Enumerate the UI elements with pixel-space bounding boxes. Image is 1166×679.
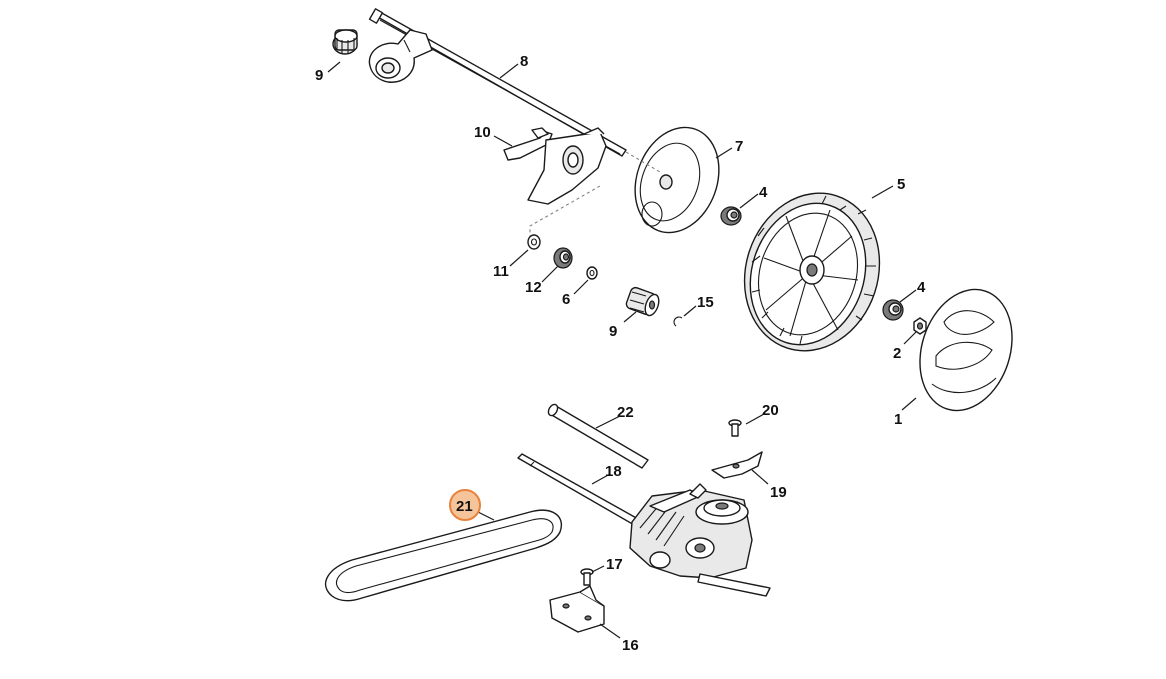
- part-20-screw: [728, 419, 742, 437]
- alignment-dash-upper: [529, 185, 601, 236]
- callout-12[interactable]: 12: [525, 279, 542, 296]
- callout-15[interactable]: 15: [697, 294, 714, 311]
- part-17-screw: [580, 568, 594, 586]
- callouts: 9 8 10 7 4 5 11 12 6 9 15 4 2 1 22 20 18…: [315, 53, 926, 654]
- part-21-drive-belt: [325, 509, 563, 602]
- callout-9-middle[interactable]: 9: [609, 323, 617, 340]
- callout-10[interactable]: 10: [474, 124, 491, 141]
- gearbox-assembly: [629, 483, 771, 597]
- part-9-pinion-gear-top: [332, 29, 358, 55]
- part-2-nut: [913, 317, 927, 335]
- callout-22[interactable]: 22: [617, 404, 634, 421]
- callout-7[interactable]: 7: [735, 138, 743, 155]
- height-adjust-bracket: [527, 127, 607, 205]
- callout-11[interactable]: 11: [493, 263, 509, 280]
- part-5-rear-wheel: [743, 192, 881, 352]
- part-15-circlip: [673, 316, 683, 327]
- part-19-bracket: [711, 451, 763, 479]
- part-4-bearing-lower: [882, 299, 904, 321]
- callout-16[interactable]: 16: [622, 637, 639, 654]
- axle-bearing-bracket: [368, 29, 433, 83]
- part-11-washer: [527, 234, 541, 250]
- callout-18[interactable]: 18: [605, 463, 622, 480]
- part-4-bearing-upper: [720, 206, 742, 226]
- callout-8[interactable]: 8: [520, 53, 528, 70]
- callout-17[interactable]: 17: [606, 556, 623, 573]
- callout-21[interactable]: 21: [456, 498, 473, 515]
- part-12-bearing: [553, 247, 573, 269]
- callout-4-lower[interactable]: 4: [917, 279, 926, 296]
- part-16-mounting-bracket: [549, 585, 605, 633]
- callout-9-top[interactable]: 9: [315, 67, 323, 84]
- part-22-tube: [547, 403, 649, 469]
- part-9-pinion-gear-middle: [625, 286, 660, 317]
- part-1-wheel-cover: [919, 288, 1013, 412]
- callout-1[interactable]: 1: [894, 411, 902, 428]
- part-6-ring: [586, 266, 598, 280]
- alignment-dash-disc: [625, 151, 661, 173]
- part-7-hub-disc: [634, 126, 720, 234]
- callout-6[interactable]: 6: [562, 291, 570, 308]
- callout-20[interactable]: 20: [762, 402, 779, 419]
- callout-21-highlight[interactable]: 21: [449, 489, 481, 521]
- callout-5[interactable]: 5: [897, 176, 905, 193]
- callout-4-upper[interactable]: 4: [759, 184, 768, 201]
- callout-19[interactable]: 19: [770, 484, 787, 501]
- highlight-ring: [449, 489, 481, 521]
- callout-2[interactable]: 2: [893, 345, 901, 362]
- leader-lines: [327, 61, 917, 639]
